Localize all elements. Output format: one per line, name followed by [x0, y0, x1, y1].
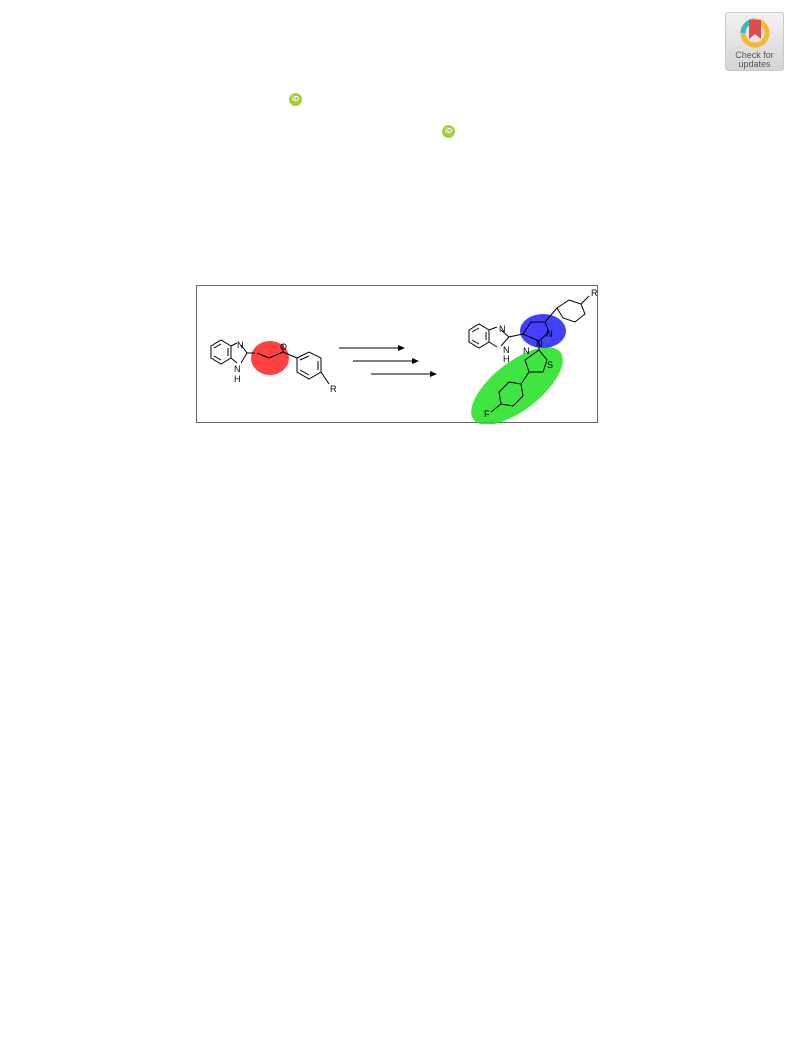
- product-benzimidazole: [468, 323, 524, 349]
- atom-label: R: [330, 384, 337, 394]
- crossmark-bookmark-icon: [740, 18, 770, 48]
- product-aryl-r: [556, 295, 590, 323]
- start-phenyl: [296, 351, 330, 385]
- atom-label: N: [536, 339, 543, 349]
- atom-label: N: [499, 324, 506, 334]
- reaction-arrows: [339, 347, 433, 375]
- pyrazoline-ring: [522, 307, 558, 350]
- atom-label: F: [484, 409, 490, 419]
- check-for-updates-badge[interactable]: Check for updates: [725, 12, 784, 71]
- fluorophenyl-ring: [490, 381, 524, 413]
- atom-label: N: [546, 329, 553, 339]
- arrowhead: [430, 371, 437, 377]
- atom-label: H: [234, 374, 241, 384]
- pyrazoline-highlight: [520, 314, 566, 348]
- thiazole-ring: [520, 349, 548, 385]
- orcid-icon[interactable]: iD: [442, 125, 455, 138]
- orcid-icon[interactable]: iD: [289, 93, 302, 106]
- atom-label: N: [234, 364, 241, 374]
- graphical-abstract-scheme: N N H O R: [196, 285, 598, 424]
- badge-line-1: Check for: [735, 50, 774, 60]
- reaction-scheme-drawing: N N H O R: [210, 288, 598, 424]
- start-benzimidazole: [210, 339, 298, 365]
- badge-line-2: updates: [738, 59, 771, 69]
- atom-label: O: [280, 342, 287, 352]
- atom-label: N: [523, 346, 530, 356]
- atom-label: S: [547, 360, 553, 370]
- arrowhead: [412, 358, 419, 364]
- thiazole-aryl-highlight: [471, 347, 563, 424]
- atom-label: N: [503, 345, 510, 355]
- atom-label: N: [237, 340, 244, 350]
- arrowhead: [398, 345, 405, 351]
- atom-label: R: [591, 288, 598, 298]
- atom-label: H: [503, 354, 510, 364]
